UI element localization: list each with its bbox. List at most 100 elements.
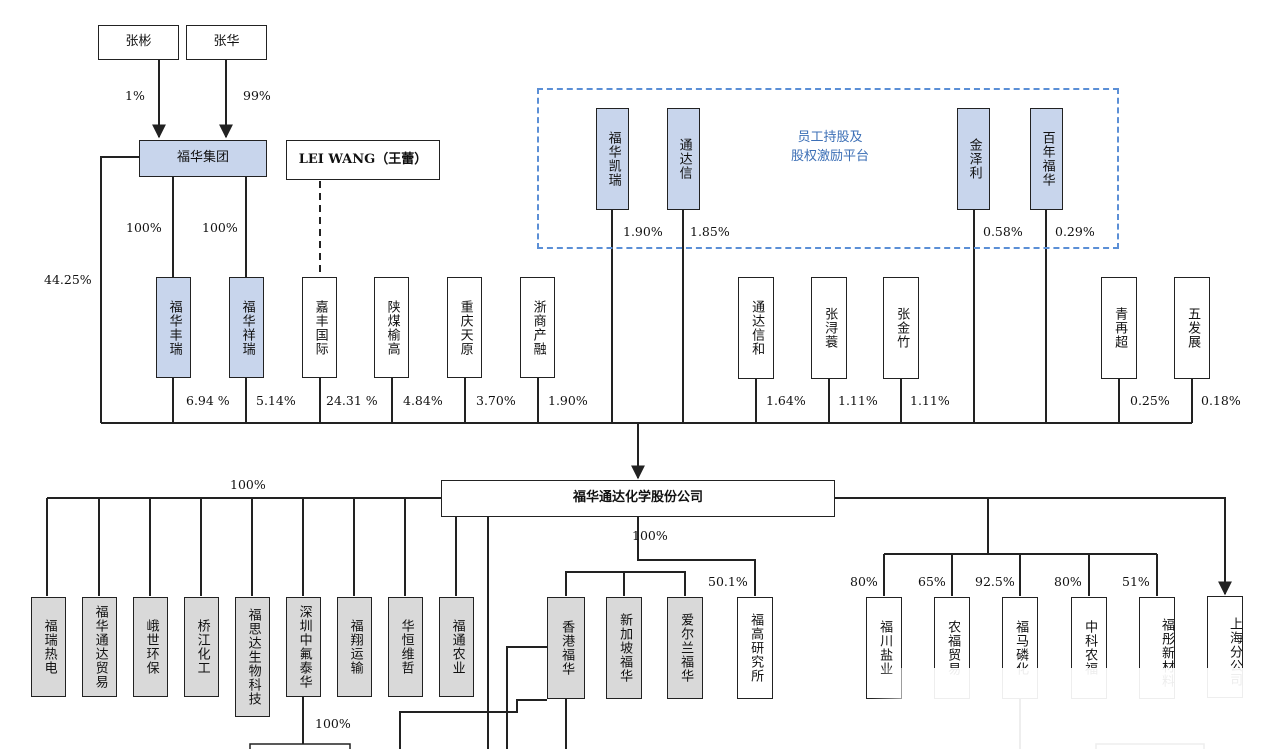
sub-label: 福翔运输 bbox=[347, 619, 363, 675]
sub-label: 香港福华 bbox=[559, 620, 575, 676]
pct-group-xiangrui: 100% bbox=[202, 220, 238, 235]
shareholder-qing-zaichao: 青再超 bbox=[1101, 277, 1137, 379]
pct-platform-fuhua-kairui: 1.90% bbox=[623, 224, 663, 239]
sub-label: 福马磷化 bbox=[1013, 620, 1029, 676]
shareholder-label: 福华丰瑞 bbox=[166, 299, 182, 356]
shareholder-zhang-jinzhu: 张金竹 bbox=[883, 277, 919, 379]
pct-shareholder-wu-fazhan: 0.18% bbox=[1201, 393, 1241, 408]
zhang-bin-box: 张彬 bbox=[98, 25, 179, 60]
main-company-label: 福华通达化学股份公司 bbox=[572, 490, 703, 506]
platform-member-label: 通达信 bbox=[676, 138, 692, 180]
sub-label: 福华通达贸易 bbox=[92, 605, 108, 689]
lei-wang-label: LEI WANG（王蕾） bbox=[298, 151, 428, 167]
sub-label: 福川盐业 bbox=[877, 620, 893, 676]
platform-member-label: 福华凯瑞 bbox=[605, 131, 621, 187]
sub-label: 中科农福 bbox=[1082, 620, 1098, 676]
pct-zhang-bin: 1% bbox=[125, 88, 145, 103]
pct-shareholder-tongda-xinhe: 1.64% bbox=[766, 393, 806, 408]
pct-shareholder-zhang-xun: 1.11% bbox=[838, 393, 878, 408]
pct-zhongke: 80% bbox=[1054, 574, 1082, 589]
sub-fusida-biotech: 福思达生物科技 bbox=[235, 597, 270, 717]
sub-eshi-huanbao: 峨世环保 bbox=[133, 597, 168, 697]
sub-fugao-institute: 福高研究所 bbox=[737, 597, 773, 699]
sub-fuhua-tongda-trade: 福华通达贸易 bbox=[82, 597, 117, 697]
platform-title-line2: 股权激励平台 bbox=[790, 148, 869, 164]
sub-huaheng-weizhe: 华恒维哲 bbox=[388, 597, 423, 697]
sub-label: 福高研究所 bbox=[748, 613, 764, 683]
sub-label: 峨世环保 bbox=[143, 619, 159, 675]
sub-label: 爱尔兰福华 bbox=[678, 613, 694, 683]
sub-label: 深圳中氟泰华 bbox=[296, 605, 312, 689]
sub-label: 新加坡福华 bbox=[617, 613, 633, 683]
pct-group-fengrui: 100% bbox=[126, 220, 162, 235]
pct-fuma: 92.5% bbox=[975, 574, 1015, 589]
sub-label: 福通农业 bbox=[449, 619, 465, 675]
fuhua-group-box: 福华集团 bbox=[139, 140, 267, 177]
platform-member-tongdaxin: 通达信 bbox=[667, 108, 700, 210]
sub-label: 福瑞热电 bbox=[41, 619, 57, 675]
pct-shareholder-chongqing: 3.70% bbox=[476, 393, 516, 408]
pct-middle-group: 100% bbox=[632, 528, 668, 543]
pct-shareholder-xiangrui: 5.14% bbox=[256, 393, 296, 408]
pct-futong-new: 51% bbox=[1122, 574, 1150, 589]
pct-nongfu: 65% bbox=[918, 574, 946, 589]
shareholder-label: 通达信和 bbox=[749, 300, 765, 356]
shareholder-label: 陕煤榆高 bbox=[384, 299, 400, 356]
zhang-hua-box: 张华 bbox=[186, 25, 267, 60]
fuhua-group-label: 福华集团 bbox=[176, 150, 229, 166]
pct-shareholder-zhang-jinzhu: 1.11% bbox=[910, 393, 950, 408]
watermark-fade-overlay bbox=[872, 668, 1280, 749]
sub-label: 福思达生物科技 bbox=[245, 608, 261, 706]
platform-title-line1: 员工持股及 bbox=[797, 130, 863, 145]
pct-platform-bainian-fuhua: 0.29% bbox=[1055, 224, 1095, 239]
shareholder-label: 浙商产融 bbox=[530, 299, 546, 356]
platform-member-bainian-fuhua: 百年福华 bbox=[1030, 108, 1063, 210]
platform-frame bbox=[537, 88, 1119, 249]
sub-furui-redian: 福瑞热电 bbox=[31, 597, 66, 697]
shareholder-label: 嘉丰国际 bbox=[312, 299, 328, 356]
sub-singapore-fuhua: 新加坡福华 bbox=[606, 597, 642, 699]
shareholder-chongqing-tianyuan: 重庆天原 bbox=[447, 277, 482, 378]
shareholder-label: 张浔蓑 bbox=[822, 307, 838, 349]
pct-shareholder-zheshang: 1.90% bbox=[548, 393, 588, 408]
shareholder-label: 福华祥瑞 bbox=[239, 299, 255, 356]
shareholder-fuhua-fengrui: 福华丰瑞 bbox=[156, 277, 191, 378]
shareholder-label: 张金竹 bbox=[894, 307, 910, 349]
platform-member-jinzeli: 金泽利 bbox=[957, 108, 990, 210]
pct-platform-tongdaxin: 1.85% bbox=[690, 224, 730, 239]
sub-hongkong-fuhua: 香港福华 bbox=[547, 597, 585, 699]
sub-futong-agri: 福通农业 bbox=[439, 597, 474, 697]
shareholder-label: 五发展 bbox=[1185, 307, 1201, 349]
pct-shenzhen-sub: 100% bbox=[315, 716, 351, 731]
shareholder-wu-fazhan: 五发展 bbox=[1174, 277, 1210, 379]
pct-shareholder-shaanmei: 4.84% bbox=[403, 393, 443, 408]
shareholder-label: 重庆天原 bbox=[457, 299, 473, 356]
sub-ireland-fuhua: 爱尔兰福华 bbox=[667, 597, 703, 699]
pct-group-direct: 44.25% bbox=[44, 272, 92, 287]
main-company-box: 福华通达化学股份公司 bbox=[441, 480, 835, 517]
pct-left-group: 100% bbox=[230, 477, 266, 492]
shareholder-fuhua-xiangrui: 福华祥瑞 bbox=[229, 277, 264, 378]
platform-title: 员工持股及 股权激励平台 bbox=[760, 129, 900, 167]
shareholder-zheshang-chanrong: 浙商产融 bbox=[520, 277, 555, 378]
pct-platform-jinzeli: 0.58% bbox=[983, 224, 1023, 239]
shareholder-zhang-xun: 张浔蓑 bbox=[811, 277, 847, 379]
lei-wang-box: LEI WANG（王蕾） bbox=[286, 140, 440, 180]
pct-fugao: 50.1% bbox=[708, 574, 748, 589]
shareholder-shaanmei-yugao: 陕煤榆高 bbox=[374, 277, 409, 378]
sub-shenzhen-zhongfu: 深圳中氟泰华 bbox=[286, 597, 321, 697]
shareholder-tongda-xinhe: 通达信和 bbox=[738, 277, 774, 379]
pct-zhang-hua: 99% bbox=[243, 88, 271, 103]
zhang-bin-label: 张彬 bbox=[125, 34, 152, 50]
pct-shareholder-qing-zaichao: 0.25% bbox=[1130, 393, 1170, 408]
sub-qiaojiang-chem: 桥江化工 bbox=[184, 597, 219, 697]
platform-member-label: 金泽利 bbox=[966, 138, 982, 180]
pct-shareholder-fengrui: 6.94 % bbox=[186, 393, 230, 408]
sub-label: 华恒维哲 bbox=[398, 619, 414, 675]
sub-fuxiang-transport: 福翔运输 bbox=[337, 597, 372, 697]
platform-member-label: 百年福华 bbox=[1039, 131, 1055, 187]
pct-shareholder-jiafeng: 24.31 % bbox=[326, 393, 378, 408]
shareholder-jiafeng-intl: 嘉丰国际 bbox=[302, 277, 337, 378]
shareholder-label: 青再超 bbox=[1112, 307, 1128, 349]
